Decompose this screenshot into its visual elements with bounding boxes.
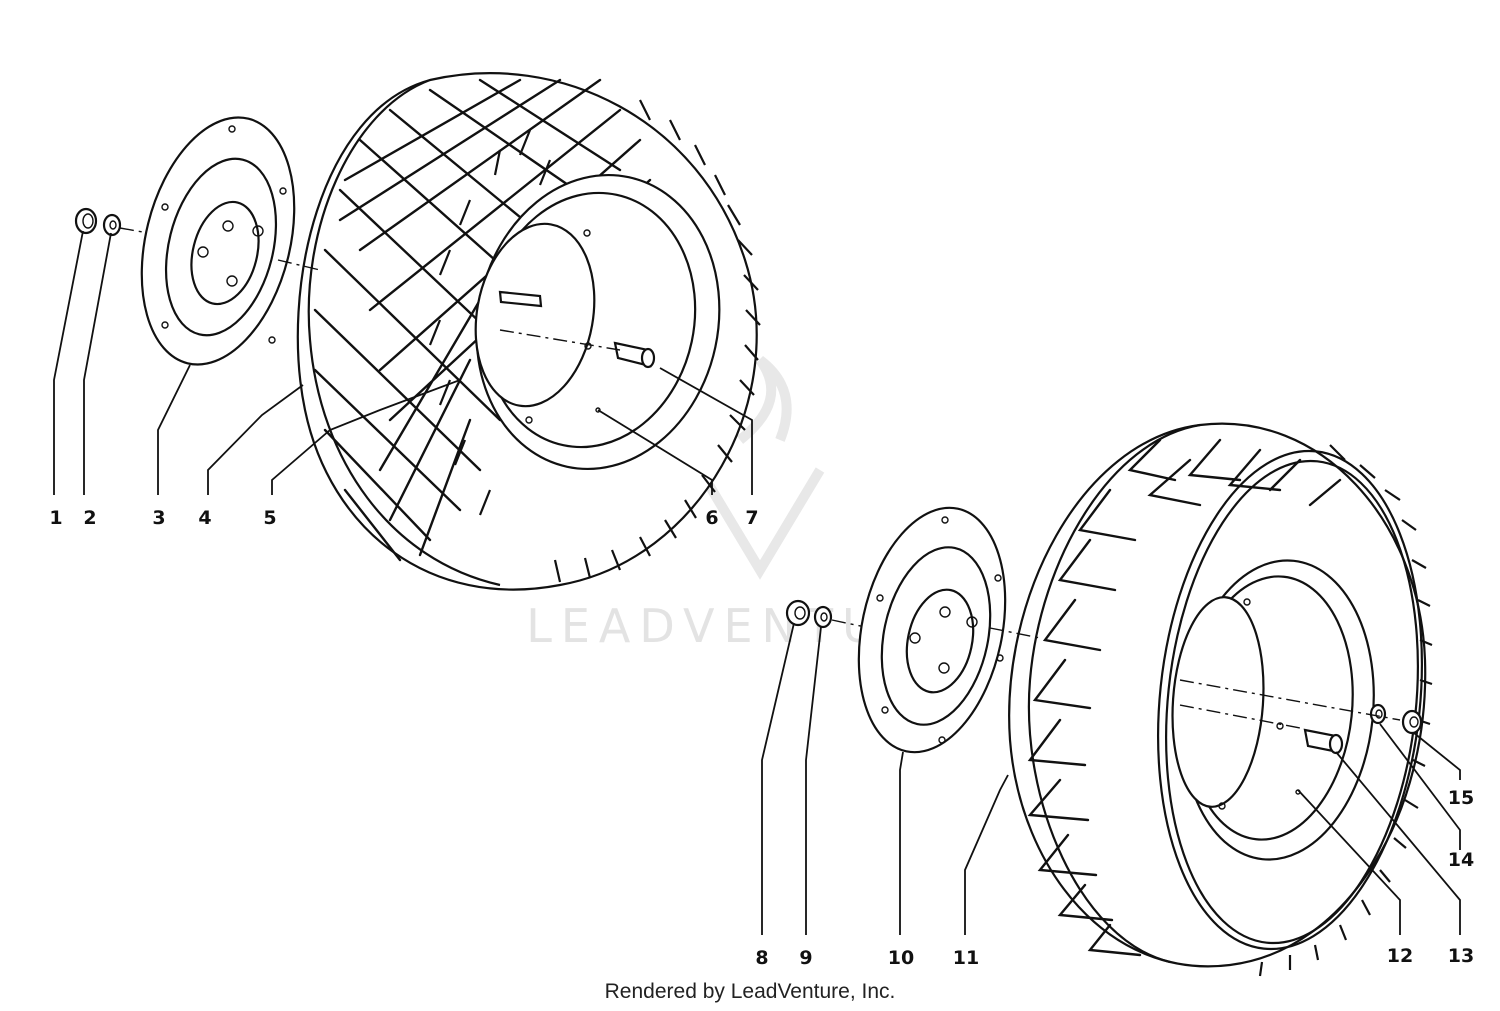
callout-2: 2	[83, 507, 96, 529]
callout-10: 10	[888, 947, 914, 969]
callout-6: 6	[705, 507, 718, 529]
rendered-by-footer: Rendered by LeadVenture, Inc.	[605, 980, 896, 1003]
wheel-rim-lower	[1171, 559, 1375, 861]
valve-stem-upper	[498, 290, 543, 308]
lug-nut-upper	[74, 207, 98, 235]
chevron-tread	[1027, 438, 1342, 957]
washer-lower	[813, 605, 833, 629]
callout-15: 15	[1448, 787, 1474, 809]
hub-plate-upper	[140, 116, 296, 366]
bar-tire-lugs	[1258, 444, 1433, 977]
callout-8: 8	[755, 947, 768, 969]
lug-nut-lower	[785, 599, 811, 627]
callout-14: 14	[1448, 849, 1474, 871]
callout-7: 7	[745, 507, 758, 529]
washer-rim-lower	[1369, 703, 1387, 725]
leader-lines	[53, 230, 1461, 935]
hub-plate-lower	[857, 506, 1007, 754]
tire-lugs	[428, 99, 761, 583]
callout-1: 1	[49, 507, 62, 529]
callout-13: 13	[1448, 945, 1474, 967]
wheel-bolt-upper	[613, 341, 656, 369]
lug-nut-rim-lower	[1401, 709, 1423, 735]
wheel-bolt-lower	[1303, 728, 1344, 755]
callout-3: 3	[152, 507, 165, 529]
callout-labels: 1 2 3 4 5 6 7 8 9 10 11 12 13 14 15	[49, 507, 1474, 969]
wheel-rim-upper	[474, 173, 721, 471]
callout-9: 9	[799, 947, 812, 969]
callout-4: 4	[198, 507, 211, 529]
lower-wheel-assembly	[785, 422, 1433, 977]
upper-wheel-assembly	[74, 72, 761, 591]
callout-12: 12	[1387, 945, 1413, 967]
washer-upper	[102, 213, 122, 237]
callout-11: 11	[953, 947, 979, 969]
callout-5: 5	[263, 507, 276, 529]
